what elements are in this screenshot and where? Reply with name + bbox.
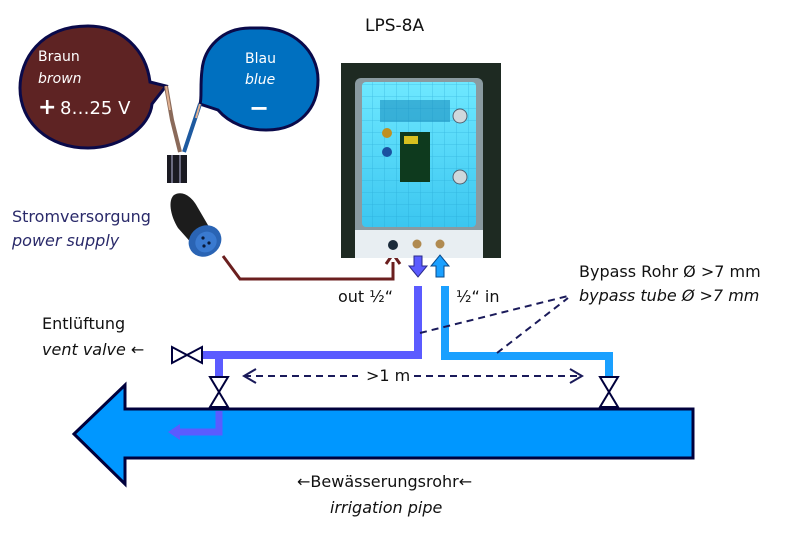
blue-label-de: Blau: [245, 51, 276, 67]
inlet-port-label: ½“ in: [456, 287, 500, 306]
outlet-pipe: [195, 286, 422, 359]
cable-icon: [164, 85, 202, 183]
brown-label-en: brown: [38, 71, 82, 87]
bypass-label-en: bypass tube Ø >7 mm: [579, 286, 760, 305]
blue-speech-bubble: [198, 26, 320, 132]
bypass-leader-1: [419, 295, 569, 334]
lps-8a-device-photo: [341, 63, 501, 258]
vent-label-de: Entlüftung: [42, 314, 126, 333]
irrigation-label-en: irrigation pipe: [330, 498, 443, 517]
brown-label-de: Braun: [38, 49, 80, 65]
bypass-leader-2: [496, 297, 569, 354]
irrigation-label-de: ←Bewässerungsrohr←: [297, 472, 473, 491]
return-arrow-icon: [168, 424, 180, 440]
distance-arrow-right-icon: [569, 368, 584, 384]
inlet-pipe: [441, 286, 613, 377]
voltage-range: 8…25 V: [60, 98, 131, 119]
plus-icon: +: [38, 95, 57, 120]
blue-label-en: blue: [245, 72, 276, 88]
connector-icon: [170, 193, 222, 257]
outlet-arrow-icon: [407, 255, 429, 278]
brown-speech-bubble: [18, 24, 169, 150]
return-pipe: [178, 411, 223, 436]
vent-valve-icon: [171, 345, 203, 365]
irrigation-pipe: [71, 381, 695, 488]
power-supply-label-de: Stromversorgung: [12, 207, 151, 226]
minus-icon: −: [249, 94, 270, 122]
power-line: [221, 255, 395, 281]
vent-label-en: vent valve ←: [42, 340, 145, 359]
device-title: LPS-8A: [365, 16, 425, 36]
distance-arrow-left-icon: [242, 368, 257, 384]
bypass-label-de: Bypass Rohr Ø >7 mm: [579, 262, 761, 281]
inlet-arrow-icon: [429, 254, 451, 278]
outlet-port-label: out ½“: [338, 287, 394, 306]
right-valve-icon: [598, 376, 620, 408]
distance-label: >1 m: [366, 366, 411, 385]
power-supply-label-en: power supply: [12, 231, 120, 250]
left-valve-icon: [208, 376, 230, 408]
